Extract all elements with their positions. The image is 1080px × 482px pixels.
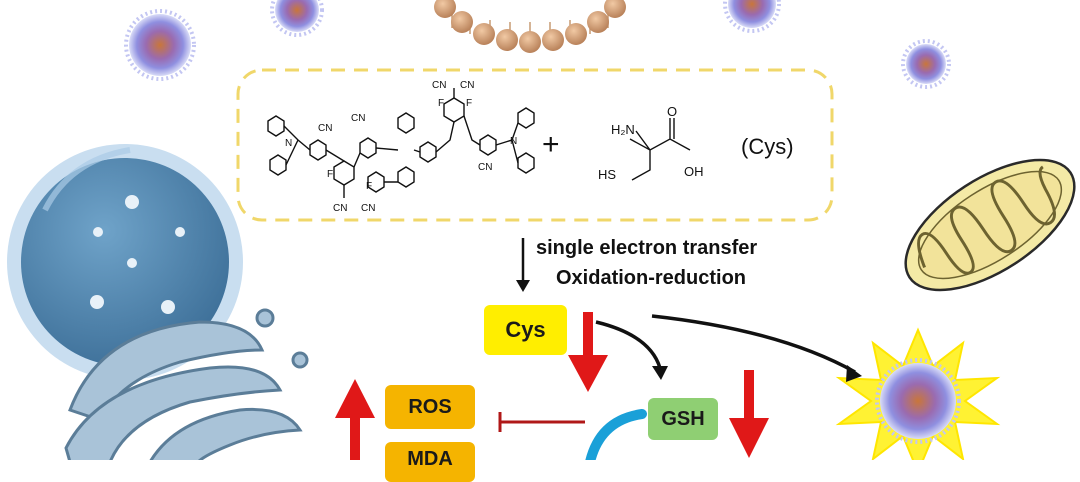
- cysteine-h2n-label: H₂N: [611, 122, 635, 137]
- mitochondrion-icon: [904, 158, 1076, 292]
- nanoparticle-icon: [270, 0, 324, 37]
- cysteine-oh-label: OH: [684, 164, 704, 179]
- red-arrow-down: [729, 370, 769, 458]
- molecule-cn-label: CN: [460, 80, 475, 91]
- nanoparticle-icon: [124, 9, 196, 81]
- cysteine-structure: [629, 118, 691, 181]
- molecule-f-label: F: [366, 181, 373, 192]
- molecule-structure: [267, 88, 535, 198]
- process-line-1: single electron transfer: [536, 237, 758, 259]
- cys-abbreviation: (Cys): [741, 134, 794, 159]
- molecule-n-label: N: [510, 136, 518, 147]
- molecule-cn-label: CN: [478, 162, 493, 173]
- molecule-f-label: F: [327, 169, 334, 180]
- flow-arrowhead: [652, 366, 668, 380]
- plus-sign: +: [542, 128, 560, 161]
- process-line-2: Oxidation-reduction: [556, 267, 746, 289]
- nanoparticle-icon: [901, 39, 951, 89]
- flow-arrow: [595, 314, 856, 374]
- gsh-label: GSH: [648, 398, 718, 440]
- cysteine-o-label: O: [667, 104, 678, 119]
- golgi-icon: [64, 308, 309, 460]
- conversion-arc: [585, 409, 647, 460]
- process-arrow: [516, 238, 530, 292]
- mda-label: MDA: [385, 442, 475, 482]
- reaction-box: [236, 68, 834, 222]
- nanoparticle-icon: [723, 0, 781, 33]
- nucleus-icon: [7, 144, 243, 380]
- glowing-nanoparticle-icon: [835, 327, 1001, 460]
- cysteine-hs-label: HS: [598, 167, 617, 182]
- molecule-cn-label: CN: [318, 123, 333, 134]
- molecule-cn-label: CN: [432, 80, 447, 91]
- molecule-f-label: F: [438, 98, 445, 109]
- ros-label: ROS: [385, 385, 475, 429]
- red-arrow-down: [568, 312, 608, 392]
- molecule-cn-label: CN: [351, 113, 366, 124]
- molecule-n-label: N: [285, 138, 293, 149]
- cys-label: Cys: [484, 305, 567, 355]
- red-arrow-up: [335, 379, 375, 460]
- molecule-cn-label: CN: [361, 203, 376, 214]
- molecule-f-label: F: [466, 98, 473, 109]
- flow-arrowhead: [846, 365, 862, 382]
- scene-illustration: [7, 0, 1076, 460]
- molecule-cn-label: CN: [333, 203, 348, 214]
- lipid-bilayer-icon: [434, 0, 626, 53]
- inhibition-symbol: [498, 412, 585, 432]
